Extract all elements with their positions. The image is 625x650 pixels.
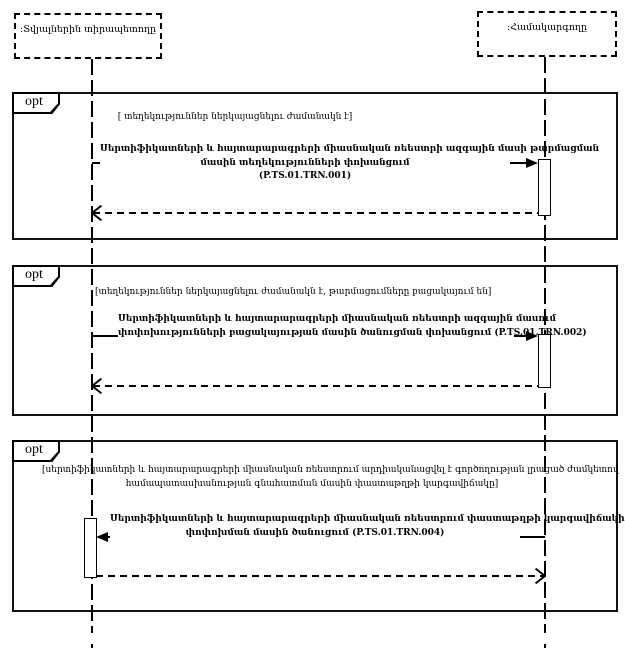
actor-data-owner-label: :Տվյալներին տիրապետողը — [19, 24, 157, 35]
activation-coordinator-1 — [538, 159, 551, 216]
guard-line: [սերտիֆիկատների և հայտարարագրերի միասնակ… — [42, 465, 619, 475]
message-line: (P.TS.01.TRN.001) — [258, 171, 352, 181]
lifeline-data-owner — [91, 59, 93, 633]
activation-data-owner — [84, 518, 97, 578]
opt-operator-label: opt — [25, 441, 43, 457]
guard-line: համապատասխանության գնահատման մասին փաստա… — [125, 479, 499, 489]
opt-tab-shape-fill — [14, 267, 58, 285]
reply-2-line — [93, 385, 539, 387]
message-2-label: Սերտիֆիկատների և հայտարարագրերի միասնակա… — [118, 312, 587, 341]
opt-fragment-1-operator: opt — [12, 92, 60, 114]
actor-coordinator-label: :Համակարգողը — [506, 22, 588, 33]
message-line: Սերտիֆիկատների և հայտարարագրերի միասնակա… — [110, 514, 625, 524]
reply-1-line — [93, 212, 539, 214]
opt-fragment-1 — [12, 92, 618, 240]
opt-fragment-3 — [12, 440, 618, 612]
message-1-arrowhead — [526, 158, 538, 168]
opt-fragment-3-guard: [սերտիֆիկատների և հայտարարագրերի միասնակ… — [42, 463, 619, 491]
opt-fragment-2 — [12, 265, 618, 416]
message-line: մասին տեղեկությունների փոխանցում — [200, 157, 410, 168]
lifeline-coordinator-dot — [544, 644, 546, 648]
reply-3-line — [96, 575, 545, 577]
actor-data-owner: :Տվյալներին տիրապետողը — [14, 13, 162, 59]
opt-fragment-2-operator: opt — [12, 265, 60, 287]
message-3-arrowhead — [96, 532, 108, 542]
lifeline-data-owner-dot — [91, 644, 93, 648]
message-line: փոփոխությունների բացակայության մասին ծան… — [118, 327, 587, 338]
message-1-label: Սերտիֆիկատների և հայտարարագրերի միասնակա… — [100, 142, 600, 185]
opt-operator-label: opt — [25, 93, 43, 109]
opt-tab-shape-fill — [14, 442, 58, 460]
message-line: փոփոխման մասին ծանուցում (P.TS.01.TRN.00… — [185, 527, 445, 538]
actor-coordinator: :Համակարգողը — [477, 11, 617, 57]
opt-fragment-2-guard: [տեղեկություններ ներկայացնելու ժամանակն … — [95, 285, 492, 299]
opt-fragment-1-guard: [ տեղեկություններ ներկայացնելու ժամանակն… — [95, 110, 375, 124]
activation-coordinator-2 — [538, 334, 551, 388]
message-line: Սերտիֆիկատների և հայտարարագրերի միասնակա… — [118, 314, 556, 324]
opt-tab-shape-fill — [14, 94, 58, 112]
message-line: Սերտիֆիկատների և հայտարարագրերի միասնակա… — [100, 144, 600, 154]
opt-fragment-3-operator: opt — [12, 440, 60, 462]
guard-line: [տեղեկություններ ներկայացնելու ժամանակն … — [95, 287, 492, 297]
message-2-arrowhead — [526, 331, 538, 341]
guard-line: [ տեղեկություններ ներկայացնելու ժամանակն… — [117, 112, 353, 122]
message-3-label: Սերտիֆիկատների և հայտարարագրերի միասնակա… — [110, 512, 625, 541]
opt-operator-label: opt — [25, 266, 43, 282]
